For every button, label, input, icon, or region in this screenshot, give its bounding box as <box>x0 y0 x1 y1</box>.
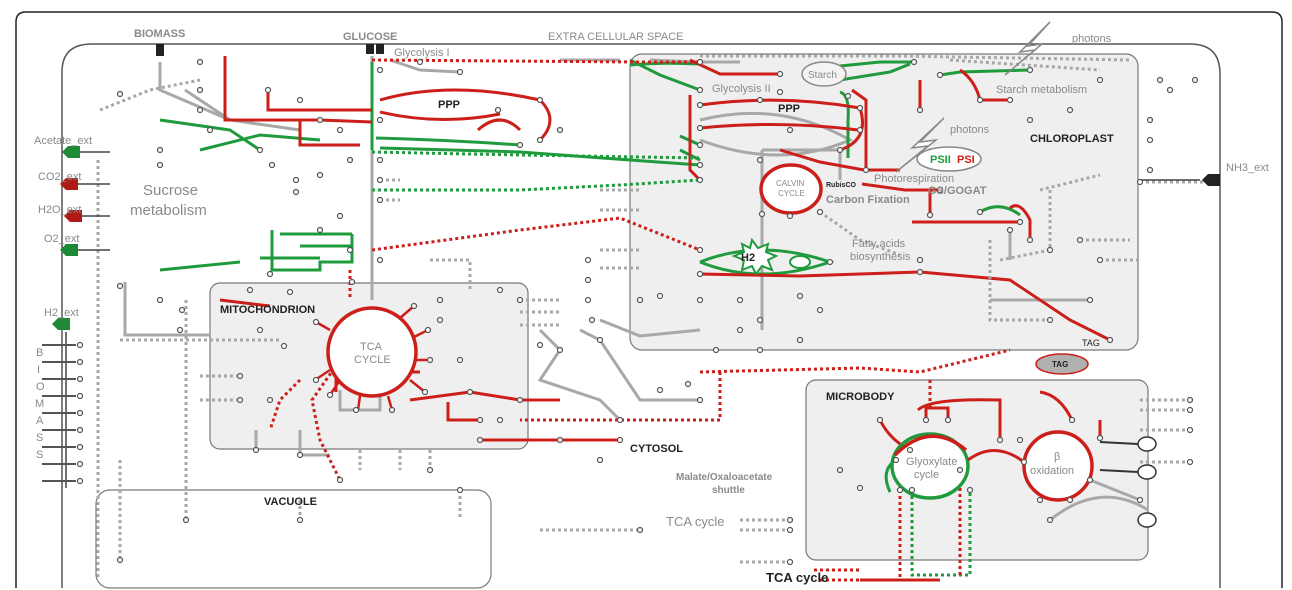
photons-top-label: photons <box>1072 33 1112 45</box>
tca-cycle-circle <box>326 306 418 398</box>
tca-cycle-text-1: TCA cycle <box>666 514 725 529</box>
microbody-transport-3 <box>1137 512 1157 528</box>
tca-branches <box>314 305 430 411</box>
biomass-letter: B <box>36 347 43 359</box>
tag-label: TAG <box>1082 338 1100 348</box>
fatty-acids-label-2: biosynthesis <box>850 251 911 263</box>
tag-box-label: TAG <box>1052 360 1068 369</box>
photon-bolt-top <box>1004 21 1051 76</box>
malate-shuttle-label-2: shuttle <box>712 485 745 496</box>
nh3-ext-label: NH3_ext <box>1226 162 1269 174</box>
h2-node <box>789 255 811 269</box>
image-frame <box>15 11 1283 588</box>
starch-metabolism-label: Starch metabolism <box>996 84 1087 96</box>
red-reactions <box>219 56 1111 582</box>
acetate-ext-label: Acetate_ext <box>34 135 92 147</box>
rubisco-label: RubisCO <box>826 182 857 189</box>
biomass-letter: S <box>36 449 43 461</box>
biomass-letter: A <box>36 415 44 427</box>
chloroplast-label: CHLOROPLAST <box>1030 133 1114 145</box>
h2-star <box>731 237 779 276</box>
tca-cycle-label-1: TCA <box>360 341 383 353</box>
psi-label: PSI <box>957 154 975 166</box>
dotted-reactions <box>96 54 1205 582</box>
co2-ext-label: CO2_ext <box>38 171 81 183</box>
starch-node <box>801 61 847 87</box>
ppp-chloroplast-label: PPP <box>778 103 800 115</box>
glyoxylate-label-2: cycle <box>914 469 939 481</box>
fatty-acids-label-1: Fatty acids <box>852 238 906 250</box>
green-reactions <box>159 58 1031 493</box>
biomass-letter: S <box>36 432 43 444</box>
vacuole-label: VACUOLE <box>264 496 317 508</box>
ppp-cytosol-label: PPP <box>438 99 460 111</box>
glycolysis-1-label: Glycolysis I <box>394 47 450 59</box>
metabolite-nodes <box>76 58 1199 566</box>
o2-ext-label: O2_ext <box>44 233 79 245</box>
biomass-letter: M <box>35 398 44 410</box>
glyox-beta-link <box>967 449 1025 464</box>
tca-cycle-label-2: CYCLE <box>354 354 391 366</box>
glucose-label: GLUCOSE <box>343 31 397 43</box>
h2o-ext-label: H2O_ext <box>38 204 81 216</box>
cytosol-label: CYTOSOL <box>630 443 683 455</box>
microbody-label: MICROBODY <box>826 391 895 403</box>
cell-membrane <box>61 43 1221 588</box>
psii-label: PSII <box>930 154 951 166</box>
biomass-letter: I <box>37 364 40 376</box>
h2-ext-label: H2_ext <box>44 307 79 319</box>
photorespiration-label: Photorespiration <box>874 173 954 185</box>
biomass-top-label: BIOMASS <box>134 28 185 40</box>
biomass-letter: O <box>36 381 45 393</box>
beta-label-1: β <box>1054 451 1060 463</box>
beta-oxidation-circle <box>1022 430 1094 502</box>
tca-cycle-text-2: TCA cycle <box>766 570 828 585</box>
exchange-lines <box>65 151 1200 488</box>
calvin-label-2: CYCLE <box>778 189 805 198</box>
biomass-ladder <box>42 344 76 482</box>
h2-chloroplast-label: H2 <box>741 252 755 264</box>
glyoxylate-red-arc <box>893 434 968 457</box>
mitochondrion-label: MITOCHONDRION <box>220 304 315 316</box>
biomass-side-letters: B I O M A S S <box>35 347 45 461</box>
extracellular-space-label: EXTRA CELLULAR SPACE <box>548 31 684 43</box>
glyoxylate-label-1: Glyoxylate <box>906 456 957 468</box>
microbody-transport-2 <box>1137 464 1157 480</box>
microbody-compartment <box>805 379 1149 561</box>
photons-mid-label: photons <box>950 124 990 136</box>
carbon-fixation-label: Carbon Fixation <box>826 194 910 206</box>
vacuole-compartment <box>95 489 492 589</box>
glycolysis-2-label: Glycolysis II <box>712 83 771 95</box>
calvin-label-1: CALVIN <box>776 179 805 188</box>
starch-label: Starch <box>808 70 837 81</box>
malate-shuttle-label-1: Malate/Oxaloacetate <box>676 472 773 483</box>
beta-label-2: oxidation <box>1030 465 1074 477</box>
photon-bolt-mid <box>895 117 945 173</box>
tag-node <box>1035 353 1089 375</box>
microbody-transport-1 <box>1137 436 1157 452</box>
calvin-cycle-circle <box>759 163 823 215</box>
photosystems-node <box>916 146 982 172</box>
exchange-arrows <box>52 44 1220 330</box>
sucrose-label-1: Sucrose <box>143 182 198 199</box>
sucrose-label-2: metabolism <box>130 202 207 219</box>
gs-gogat-label: GS/GOGAT <box>928 185 987 197</box>
